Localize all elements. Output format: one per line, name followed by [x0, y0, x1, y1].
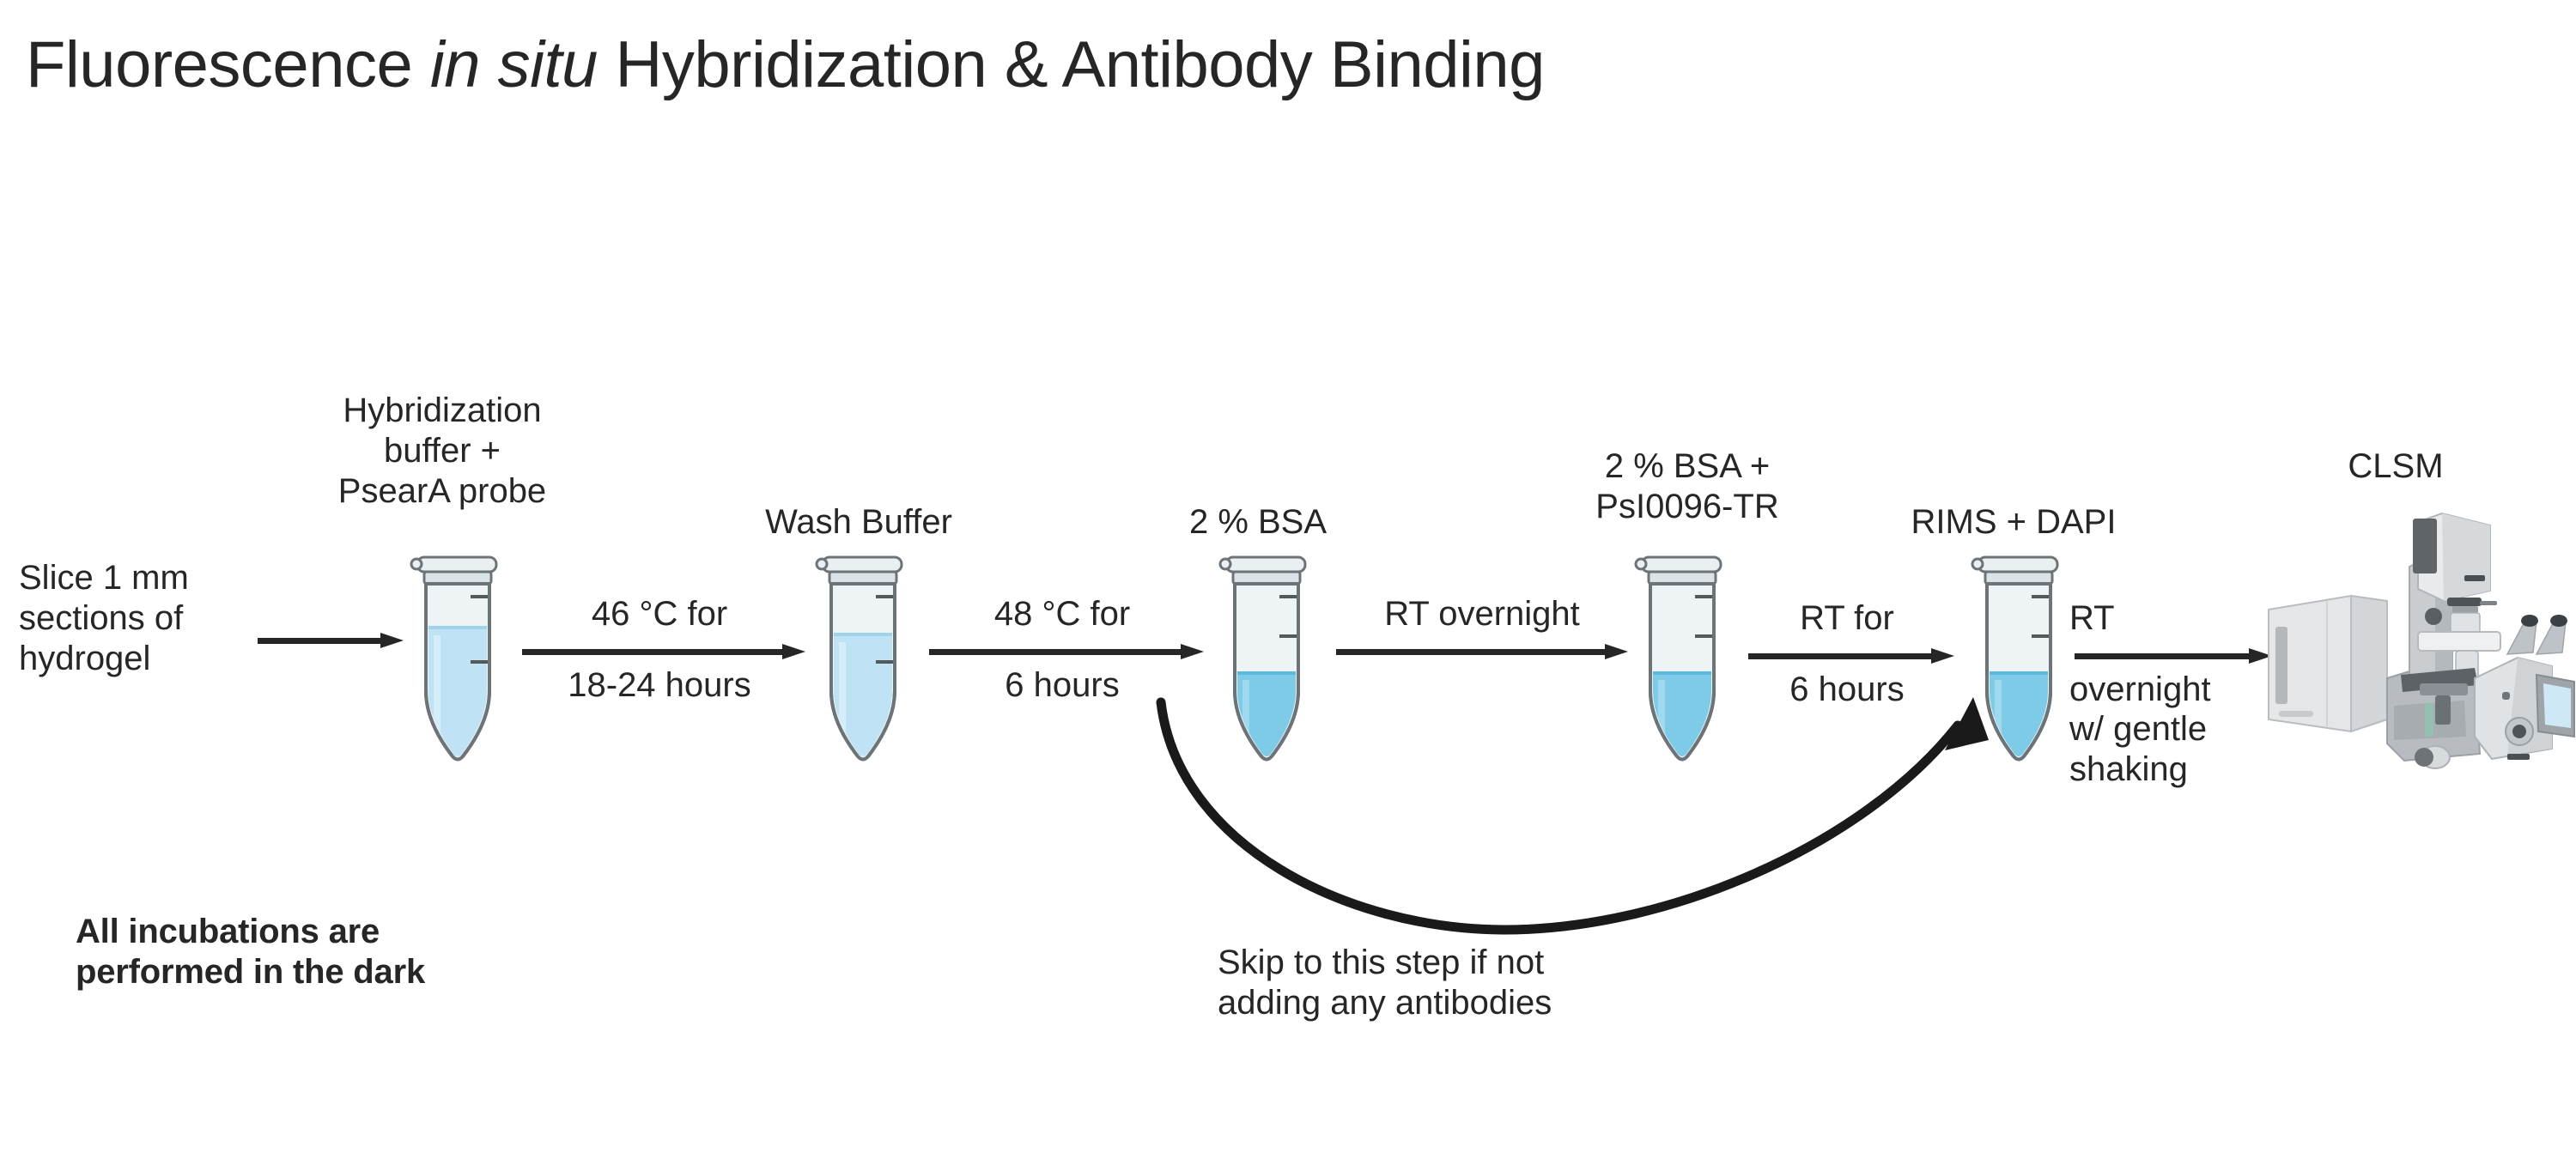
tube-3-icon — [1218, 555, 1307, 762]
arrow-2 — [929, 644, 1204, 659]
dark-incubation-note: All incubations are performed in the dar… — [76, 913, 425, 992]
arrow-5 — [2075, 648, 2272, 664]
arrow-4-label-below: 6 hours — [1789, 671, 1905, 708]
microscope-label: CLSM — [2348, 447, 2444, 485]
tube-4-icon — [1634, 555, 1722, 762]
arrow-shaft — [2075, 653, 2251, 659]
microscope-icon — [2268, 512, 2575, 769]
start-label: Slice 1 mm sections of hydrogel — [19, 559, 189, 678]
tube-1-icon — [410, 555, 498, 762]
arrow-3-label-above: RT overnight — [1384, 595, 1580, 633]
tube-4[interactable] — [1630, 554, 1735, 767]
arrow-head — [2249, 648, 2272, 664]
skip-step-arrow — [1156, 697, 1989, 935]
tube-1-label: Hybridization buffer + PsearA probe — [337, 391, 547, 511]
tube-4-label: 2 % BSA + PsI0096-TR — [1595, 447, 1779, 526]
tube-1[interactable] — [405, 554, 510, 767]
tube-3[interactable] — [1214, 554, 1319, 767]
arrow-1-label-below: 18-24 hours — [568, 666, 751, 704]
arrow-2-label-above: 48 °C for — [993, 595, 1131, 633]
tube-5[interactable] — [1966, 554, 2071, 767]
arrow-shaft — [522, 649, 785, 655]
tube-5-label: RIMS + DAPI — [1911, 503, 2117, 541]
arrow-5-label-above: RT — [2069, 599, 2115, 637]
tube-2-icon — [815, 555, 903, 762]
arrow-shaft — [929, 649, 1183, 655]
title-italic: in situ — [429, 28, 598, 101]
arrow-start — [258, 633, 404, 648]
arrow-shaft — [1336, 649, 1607, 655]
arrow-4-label-above: RT for — [1800, 599, 1894, 637]
arrow-3 — [1336, 644, 1628, 659]
arrow-head — [1181, 644, 1204, 659]
arrow-shaft — [1748, 653, 1934, 659]
arrow-head — [1931, 648, 1954, 664]
arrow-2-label-below: 6 hours — [1005, 666, 1120, 704]
arrow-head — [782, 644, 805, 659]
arrow-head — [380, 633, 404, 648]
tube-3-label: 2 % BSA — [1188, 503, 1327, 541]
page-title: Fluorescence in situ Hybridization & Ant… — [26, 27, 1545, 102]
tube-2[interactable] — [811, 554, 915, 767]
tube-5-icon — [1971, 555, 2059, 762]
tube-2-label: Wash Buffer — [765, 503, 952, 541]
skip-step-note: Skip to this step if not adding any anti… — [1218, 944, 1552, 1022]
title-part-2: Hybridization & Antibody Binding — [597, 28, 1546, 101]
title-part-1: Fluorescence — [26, 28, 430, 101]
arrow-shaft — [258, 638, 383, 644]
arrow-1-label-above: 46 °C for — [591, 595, 728, 633]
arrow-5-label-below: overnight w/ gentle shaking — [2069, 671, 2211, 788]
clsm-microscope[interactable] — [2250, 507, 2576, 786]
arrow-head — [1605, 644, 1628, 659]
arrow-4 — [1748, 648, 1954, 664]
arrow-1 — [522, 644, 805, 659]
